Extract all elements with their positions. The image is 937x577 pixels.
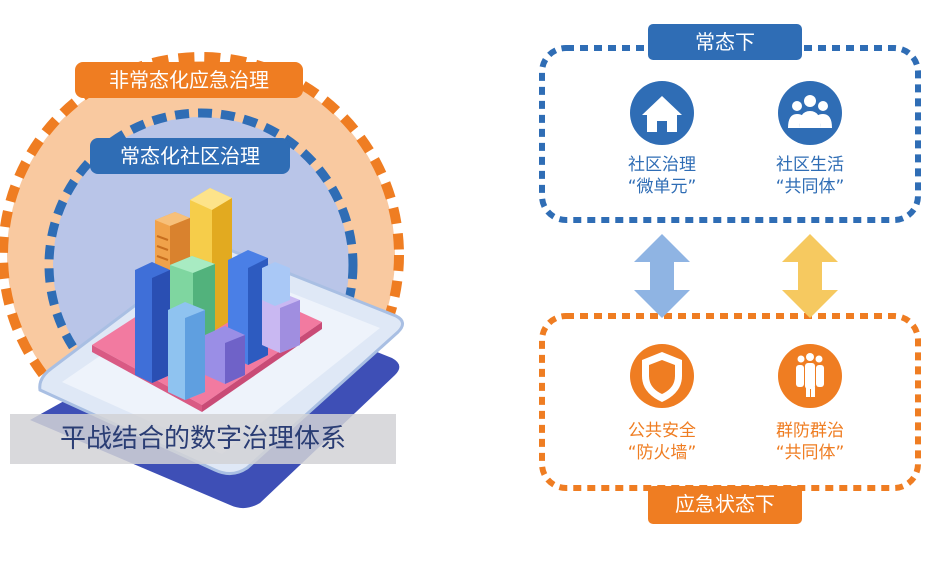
normal-state-label: 常态下 <box>648 24 802 60</box>
outer-label: 非常态化应急治理 <box>75 62 303 98</box>
house-icon <box>642 96 682 132</box>
system-banner: 平战结合的数字治理体系 <box>10 414 396 464</box>
caption-line1: 社区生活 <box>776 155 844 175</box>
caption-line1: 群防群治 <box>776 421 844 441</box>
diagram-frames <box>539 45 921 491</box>
outer-ring-dash <box>0 52 404 458</box>
people-group-icon <box>788 95 832 128</box>
caption-line1: 社区治理 <box>628 155 696 175</box>
caption-line2: “共同体” <box>775 177 845 197</box>
normal-item-1-caption: 社区治理 “微单元” <box>592 154 732 198</box>
caption-line2: “防火墙” <box>627 443 697 463</box>
yellow-double-arrow <box>782 234 838 318</box>
caption-line2: “共同体” <box>775 443 845 463</box>
left-illustration: 非常态化应急治理 常态化社区治理 平战结合的数字治理体系 <box>0 52 404 509</box>
shield-icon <box>642 352 682 402</box>
emergency-item-2-caption: 群防群治 “共同体” <box>740 420 880 464</box>
right-diagram: 常态下 应急状态下 社区治理 “微单元” 社区生活 “共同体” 公共安全 “防火… <box>520 0 937 577</box>
blue-double-arrow <box>634 234 690 318</box>
caption-line1: 公共安全 <box>628 421 696 441</box>
normal-frame <box>539 45 921 223</box>
caption-line2: “微单元” <box>627 177 697 197</box>
emergency-item-1-caption: 公共安全 “防火墙” <box>592 420 732 464</box>
city-buildings <box>135 188 300 400</box>
inner-label: 常态化社区治理 <box>90 138 290 174</box>
normal-item-2-caption: 社区生活 “共同体” <box>740 154 880 198</box>
emergency-state-label: 应急状态下 <box>648 486 802 524</box>
crowd-icon <box>796 353 824 397</box>
